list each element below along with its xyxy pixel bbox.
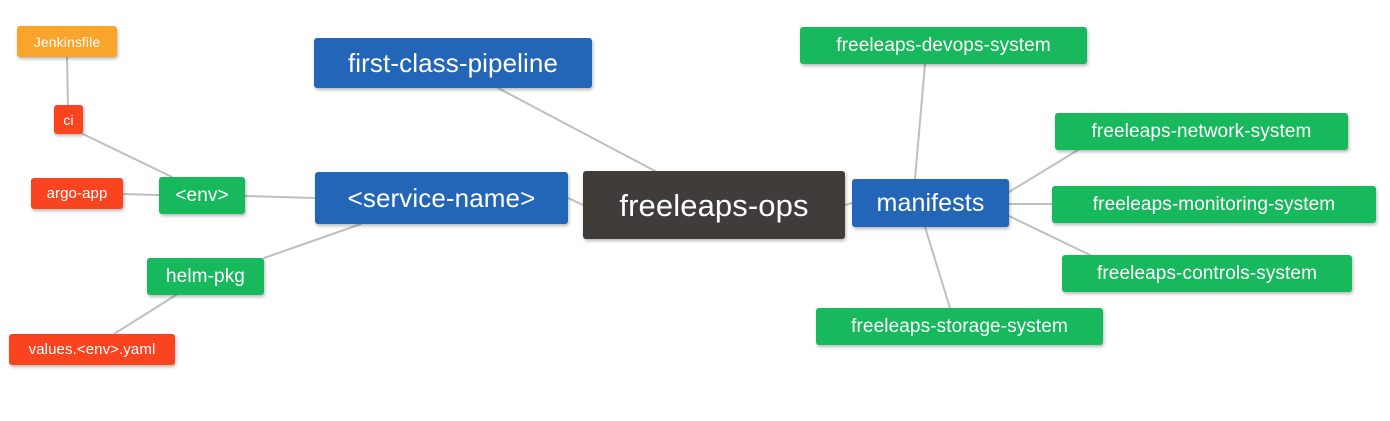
edge-freeleaps-ops-to-manifests xyxy=(844,202,853,206)
mindmap-node-label: freeleaps-ops xyxy=(619,187,809,223)
edge-ci-to-env xyxy=(82,133,173,178)
edge-values-env-yaml-to-helm-pkg xyxy=(113,294,177,335)
mindmap-node-label: first-class-pipeline xyxy=(347,48,559,78)
mindmap-node-env[interactable]: <env> xyxy=(159,177,245,214)
mindmap-node-label: freeleaps-storage-system xyxy=(851,316,1068,337)
edge-manifests-to-freeleaps-storage-system xyxy=(924,226,951,309)
mindmap-node-label: ci xyxy=(63,111,74,128)
edge-env-to-service-name xyxy=(244,195,316,199)
mindmap-node-freeleaps-ops[interactable]: freeleaps-ops xyxy=(583,171,845,239)
mindmap-node-manifests[interactable]: manifests xyxy=(852,179,1009,227)
mindmap-node-label: freeleaps-controls-system xyxy=(1096,263,1318,284)
edge-service-name-to-freeleaps-ops xyxy=(567,197,584,206)
edge-argo-app-to-env xyxy=(122,193,160,196)
mindmap-node-freeleaps-storage-system[interactable]: freeleaps-storage-system xyxy=(816,308,1103,345)
mindmap-node-label: <service-name> xyxy=(347,183,536,213)
mindmap-node-freeleaps-monitoring-system[interactable]: freeleaps-monitoring-system xyxy=(1052,186,1376,223)
mindmap-node-service-name[interactable]: <service-name> xyxy=(315,172,568,224)
mindmap-node-label: Jenkinsfile xyxy=(33,33,101,50)
mindmap-node-jenkinsfile[interactable]: Jenkinsfile xyxy=(17,26,117,57)
mindmap-node-label: freeleaps-network-system xyxy=(1091,121,1312,142)
edge-first-class-pipeline-to-freeleaps-ops xyxy=(497,87,656,172)
mindmap-node-freeleaps-network-system[interactable]: freeleaps-network-system xyxy=(1055,113,1348,150)
mindmap-node-argo-app[interactable]: argo-app xyxy=(31,178,123,209)
edge-helm-pkg-to-service-name xyxy=(263,223,362,259)
edge-manifests-to-freeleaps-devops-system xyxy=(914,63,926,180)
mindmap-node-helm-pkg[interactable]: helm-pkg xyxy=(147,258,264,295)
mindmap-node-label: values.<env>.yaml xyxy=(28,341,156,358)
mindmap-node-label: freeleaps-devops-system xyxy=(836,35,1051,56)
edge-jenkinsfile-to-ci xyxy=(66,56,69,106)
mindmap-node-first-class-pipeline[interactable]: first-class-pipeline xyxy=(314,38,592,88)
mindmap-node-label: argo-app xyxy=(46,185,108,202)
mindmap-node-freeleaps-controls-system[interactable]: freeleaps-controls-system xyxy=(1062,255,1352,292)
mindmap-node-values-env-yaml[interactable]: values.<env>.yaml xyxy=(9,334,175,365)
mindmap-node-freeleaps-devops-system[interactable]: freeleaps-devops-system xyxy=(800,27,1087,64)
mindmap-node-ci[interactable]: ci xyxy=(54,105,83,134)
mindmap-node-label: manifests xyxy=(876,188,985,217)
mindmap-node-label: helm-pkg xyxy=(166,266,245,287)
mindmap-node-label: <env> xyxy=(175,185,229,206)
mindmap-node-label: freeleaps-monitoring-system xyxy=(1092,194,1336,215)
